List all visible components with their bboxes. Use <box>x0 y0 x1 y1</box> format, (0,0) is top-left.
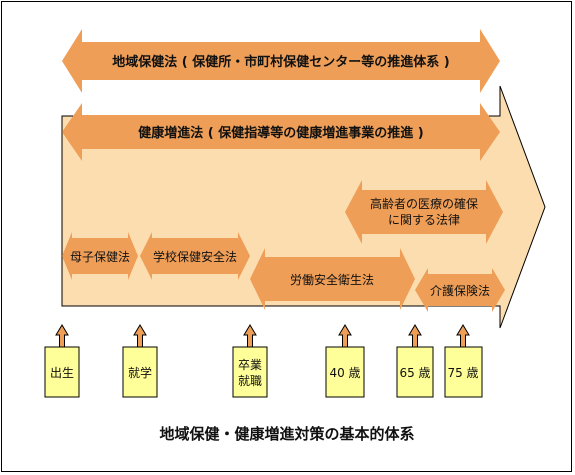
pointer-age75 <box>456 324 470 348</box>
elderly-care-law-arrow <box>345 180 503 244</box>
stage-box-birth <box>44 346 80 398</box>
stage-birth-label: 出生 <box>50 366 74 380</box>
stage-box-age65 <box>396 346 434 398</box>
pointer-graduation <box>243 324 257 348</box>
stage-box-age75 <box>444 346 483 398</box>
stage-box-graduation <box>232 346 268 398</box>
labor-safety-law-arrow <box>250 248 415 310</box>
elderly-care-law-label-2: に関する法律 <box>388 213 460 227</box>
health-promotion-law-arrow <box>62 103 500 161</box>
diagram-title: 地域保健・健康増進対策の基本的体系 <box>159 425 414 443</box>
stage-graduation-label-1: 卒業 <box>238 358 262 372</box>
pointer-age40 <box>338 324 352 348</box>
maternal-child-health-law-arrow <box>62 232 138 280</box>
school-health-law-label: 学校保健安全法 <box>153 249 237 264</box>
stage-graduation-label-2: 就職 <box>238 374 262 388</box>
care-insurance-law-label: 介護保険法 <box>430 283 490 298</box>
stage-box-age40 <box>325 346 365 398</box>
pointer-age65 <box>408 324 422 348</box>
school-health-law-arrow <box>140 232 250 280</box>
elderly-care-law-label-1: 高齢者の医療の確保 <box>370 196 478 211</box>
care-insurance-law-arrow <box>415 268 505 312</box>
stage-age75-label: 75 歳 <box>447 366 478 380</box>
maternal-child-health-law-label: 母子保健法 <box>70 250 130 264</box>
stage-age40-label: 40 歳 <box>329 366 360 380</box>
pointer-birth <box>55 324 69 348</box>
labor-safety-law-label: 労働安全衛生法 <box>290 272 374 287</box>
stage-school-entry-label: 就学 <box>128 365 152 380</box>
regional-health-law-arrow <box>62 29 500 93</box>
health-promotion-law-label: 健康増進法 ( 保健指導等の健康増進事業の推進 ) <box>138 125 423 141</box>
regional-health-law-label: 地域保健法 ( 保健所・市町村保健センター等の推進体系 ) <box>112 54 449 70</box>
stage-age65-label: 65 歳 <box>399 366 430 380</box>
stage-pointers <box>55 324 470 348</box>
stage-box-school-entry <box>122 346 158 398</box>
pointer-school-entry <box>133 324 147 348</box>
